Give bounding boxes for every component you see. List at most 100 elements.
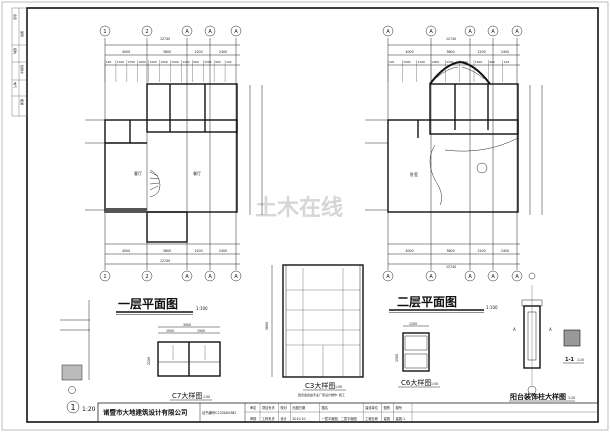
c7-title: C7大样图 [172, 391, 202, 400]
title-block-cell: 工程名称 [365, 416, 379, 421]
title-block-cell: 建施 [384, 416, 391, 421]
axis-bubble: A [425, 25, 437, 37]
strip-label: 电气 [13, 82, 18, 88]
section-mark-left: A [513, 327, 516, 332]
column-title: 阳台装饰柱大样图 [510, 392, 566, 401]
dimension-text: 1500 [204, 60, 211, 64]
company-name: 诸暨市大地建筑设计有限公司 [103, 408, 188, 417]
dimension-text: 4000 [122, 50, 130, 54]
plan1-scale: 1:100 [196, 306, 208, 311]
svg-text:卧室: 卧室 [410, 171, 418, 177]
title-block-cell: 出图日期 [292, 405, 305, 410]
dimension-text: 1500 [475, 60, 482, 64]
svg-text:A: A [386, 274, 390, 280]
dimension-text: 2400 [219, 50, 227, 54]
c6-detail: 1200 1500 C6大样图 1:50 [395, 322, 440, 388]
svg-text:餐厅: 餐厅 [193, 170, 201, 176]
svg-text:2: 2 [145, 29, 148, 35]
c7-half1: 1500 [166, 329, 174, 333]
dimension-text: 1500 [161, 60, 168, 64]
axis-bubble-bottom: A [487, 270, 499, 282]
title-block-cell: 建施-1 [396, 416, 406, 421]
svg-text:A: A [491, 29, 495, 35]
axis-bubble-bottom: A [230, 270, 242, 282]
dimension-text: 4000 [406, 249, 414, 253]
svg-text:A: A [515, 29, 519, 35]
c7-width: 3000 [183, 323, 191, 327]
dimension-text: 3800 [447, 249, 455, 253]
dimension-text: 1500 [172, 60, 179, 64]
axis-bubble: A [230, 25, 242, 37]
second-floor-plan: 卧室 AAAAAAAAAA400040003800380022002200240… [365, 25, 543, 313]
svg-text:客厅: 客厅 [134, 170, 142, 176]
title-block: 诸暨市大地建筑设计有限公司 证书编号C233005362 审定审核项目负责工种负… [97, 402, 599, 423]
axis-bubble: A [382, 25, 394, 37]
title-block-cell: 审核 [250, 416, 257, 421]
axis-bubble-bottom: A [464, 270, 476, 282]
axis-bubble: 1 [99, 25, 111, 37]
overall-dim: 12740 [160, 37, 170, 41]
svg-text:A: A [429, 274, 433, 280]
dimension-text: 3800 [447, 50, 455, 54]
c3-scale: 1:50 [335, 385, 342, 389]
svg-text:1: 1 [103, 274, 106, 280]
c3-height: 5600 [265, 322, 269, 330]
countersign-strip [11, 7, 28, 117]
axis-bubble: A [181, 25, 193, 37]
axis-bubble-bottom: A [204, 270, 216, 282]
dimension-text: 1200 [150, 60, 157, 64]
dimension-text: 2000 [139, 60, 146, 64]
dimension-text: 1200 [461, 60, 468, 64]
dimension-text: 120 [389, 60, 395, 64]
title-block-cell: 校对 [280, 405, 287, 410]
svg-text:A: A [234, 274, 238, 280]
svg-text:A: A [208, 29, 212, 35]
svg-text:A: A [468, 274, 472, 280]
dimension-text: 900 [489, 60, 495, 64]
ground-floor-plan: 客厅餐厅 1122AAAAAA4000400038003800220022002… [85, 25, 263, 315]
title-block-cell: 项目负责 [262, 405, 275, 410]
c3-detail: 5600 C3大样图 1:50 铝合金窗由专业厂家设计制作, 施工 [265, 264, 364, 397]
section-scale: 1:20 [577, 358, 584, 362]
axis-bubble-bottom: 1 [99, 270, 111, 282]
dimension-text: 120 [226, 60, 232, 64]
overall-dim-bottom: 12740 [446, 265, 456, 269]
section-title: 1-1 [565, 357, 575, 363]
dimension-text: 2700 [418, 60, 425, 64]
svg-text:A: A [386, 29, 390, 35]
axis-bubble: A [464, 25, 476, 37]
c7-detail: 3000 1500 1500 2100 C7大样图 1:50 [147, 323, 221, 401]
c6-title: C6大样图 [401, 378, 431, 387]
detail-scale: 1:20 [82, 406, 96, 413]
section-mark-right: A [549, 327, 552, 332]
title-block-cell: 图号 [396, 405, 402, 410]
dimension-text: 2200 [446, 60, 453, 64]
axis-bubble: 2 [141, 25, 153, 37]
strip-label: 建筑 [20, 31, 25, 37]
dimension-text: 2200 [195, 50, 203, 54]
dimension-text: 2200 [478, 249, 486, 253]
dimension-text: 120 [106, 60, 112, 64]
svg-text:A: A [491, 274, 495, 280]
c7-half2: 1500 [197, 329, 205, 333]
overall-dim-bottom: 12740 [160, 259, 170, 263]
svg-text:A: A [468, 29, 472, 35]
plan1-title: 一层平面图 [118, 297, 178, 311]
watermark: 土木在线 [255, 195, 343, 221]
strip-label: 给排水 [20, 65, 25, 74]
title-block-cell: 设计 [280, 416, 287, 421]
title-block-cell: 图别 [384, 405, 390, 410]
dimension-text: 2700 [128, 60, 135, 64]
dimension-text: 3800 [163, 50, 171, 54]
dimension-text: 120 [504, 60, 510, 64]
dimension-text: 2200 [195, 249, 203, 253]
c3-note: 铝合金窗由专业厂家设计制作, 施工 [298, 392, 345, 397]
axis-bubble: A [487, 25, 499, 37]
cert-number: 证书编号C233005362 [202, 410, 236, 415]
title-block-cell: 2010.10 [292, 417, 305, 421]
strip-label: 会签 [13, 14, 18, 20]
axis-bubble-bottom: A [382, 270, 394, 282]
plan2-scale: 1:100 [486, 305, 498, 310]
axis-bubble-bottom: 2 [141, 270, 153, 282]
